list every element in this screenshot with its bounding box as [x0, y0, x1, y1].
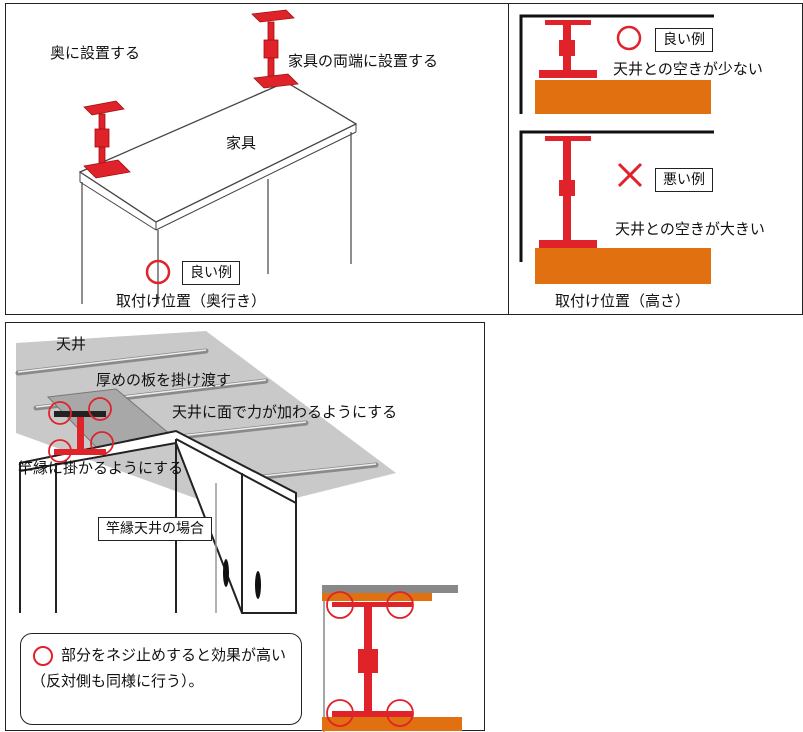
note-text: 部分をネジ止めすると効果が高い（反対側も同様に行う）。	[31, 646, 287, 690]
note-box: 部分をネジ止めすると効果が高い（反対側も同様に行う）。	[20, 633, 302, 725]
label-surface: 天井に面で力が加わるようにする	[172, 403, 398, 421]
case-box: 竿縁天井の場合	[98, 517, 212, 541]
good-example-box-2: 良い例	[655, 28, 713, 52]
bad-note: 天井との空きが大きい	[615, 220, 765, 238]
height-diagram	[519, 14, 714, 284]
pole-right	[251, 9, 299, 89]
ceiling-diagram	[15, 331, 462, 732]
panel-depth: 奥に設置する 家具の両端に設置する 家具 良い例 取付け位置（奥行き）	[5, 3, 509, 315]
label-joist: 竿縁に掛かるようにする	[18, 459, 184, 477]
label-back: 奥に設置する	[50, 44, 141, 62]
good-example-box: 良い例	[182, 261, 240, 285]
note-circle-icon	[33, 645, 53, 666]
caption-height: 取付け位置（高さ）	[555, 292, 691, 310]
good-circle-icon-2	[616, 25, 642, 51]
label-ceiling: 天井	[56, 335, 87, 353]
caption-depth: 取付け位置（奥行き）	[116, 292, 267, 310]
pole-left	[83, 100, 131, 179]
label-furniture: 家具	[226, 134, 257, 152]
furniture-diagram	[78, 9, 358, 304]
good-circle-icon	[145, 259, 171, 285]
panel-ceiling: 天井 厚めの板を掛け渡す 天井に面で力が加わるようにする 竿縁に掛かるようにする…	[5, 322, 485, 732]
label-board: 厚めの板を掛け渡す	[96, 371, 232, 389]
panel-height: 良い例 天井との空きが少ない 悪い例 天井との空きが大きい 取付け位置（高さ）	[509, 3, 803, 315]
label-ends: 家具の両端に設置する	[288, 52, 439, 70]
bad-example-box: 悪い例	[655, 168, 713, 192]
bad-cross-icon	[617, 162, 643, 188]
good-note: 天井との空きが少ない	[613, 60, 763, 78]
